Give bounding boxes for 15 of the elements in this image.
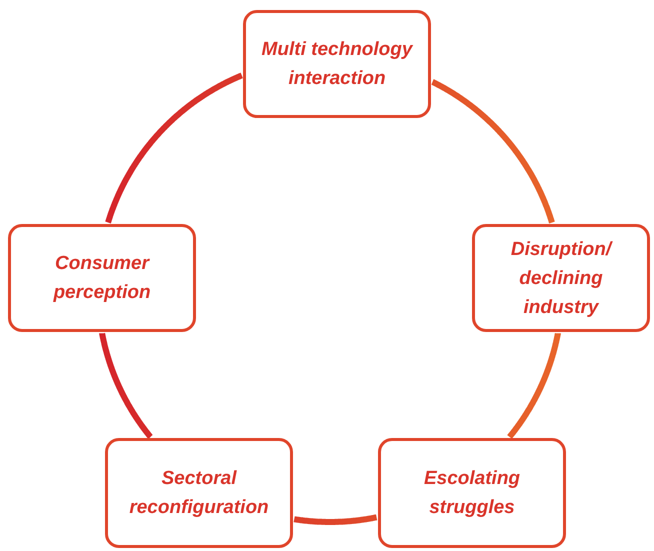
connector-arc	[292, 514, 380, 525]
rounded-box	[105, 438, 293, 548]
rounded-box	[8, 224, 196, 332]
rounded-box	[243, 10, 431, 118]
rounded-box	[378, 438, 566, 548]
connector-arc	[105, 72, 244, 225]
box-label: Consumer perception	[52, 252, 152, 305]
box-label: Escolating struggles	[422, 467, 522, 520]
connector-arc	[506, 330, 561, 440]
rounded-box	[472, 224, 650, 332]
box-label: Disruption/ declining industry	[510, 238, 614, 320]
box-label: Sectoral reconfiguration	[128, 467, 270, 520]
box-label: Multi technology interaction	[260, 38, 414, 91]
connector-arc	[430, 79, 555, 225]
connector-arc	[99, 330, 154, 440]
